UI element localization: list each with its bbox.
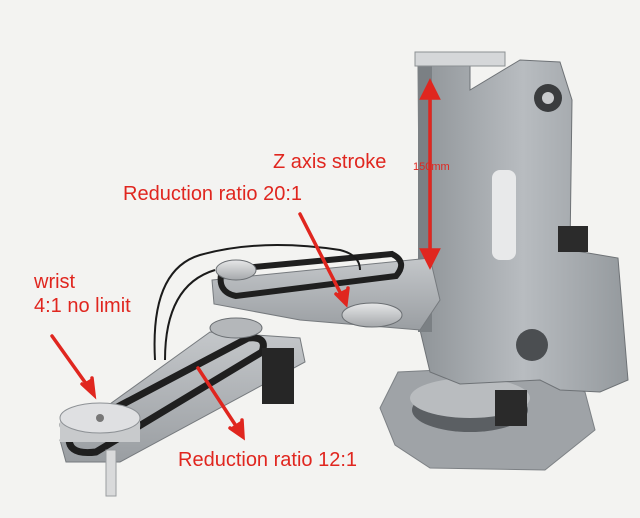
elbow-joint	[209, 317, 263, 339]
reduction-12-arrow-head	[228, 418, 245, 441]
column-slot	[492, 170, 516, 260]
reduction-20-arrow-head	[334, 286, 350, 308]
forearm-motor	[262, 348, 294, 404]
column-bearing	[516, 329, 548, 361]
reduction-20-arrow	[298, 212, 346, 302]
z-motor-block	[558, 226, 588, 252]
tool-shaft	[105, 449, 117, 497]
wrist-arrow-head	[80, 376, 97, 400]
reduction-ratio-lower-label: Reduction ratio 12:1	[178, 449, 358, 471]
signal-cable-1	[153, 244, 361, 361]
z-axis-motor-hub	[542, 92, 554, 104]
base-motor	[495, 390, 527, 426]
reduction-ratio-upper-label: Reduction ratio 20:1	[123, 183, 303, 205]
signal-cable-2	[164, 269, 216, 361]
z-axis-arrow-head-top	[419, 78, 441, 100]
annotation-arrows	[50, 78, 441, 441]
z-axis-stroke-label: Z axis stroke	[273, 151, 387, 173]
wrist-ratio-label: 4:1 no limit	[34, 295, 131, 317]
upper-arm-belt	[217, 250, 405, 300]
z-axis-stroke-value: 150mm	[413, 161, 450, 173]
reduction-12-arrow	[196, 366, 242, 434]
elbow-pulley	[341, 302, 403, 328]
top-cap	[414, 51, 506, 67]
wrist-label: wrist	[34, 271, 76, 293]
wrist-pulley-hub	[96, 414, 104, 422]
upper-arm-pulley	[215, 259, 257, 281]
z-axis-column	[417, 59, 629, 393]
z-axis-arrow-head-bottom	[419, 248, 441, 270]
